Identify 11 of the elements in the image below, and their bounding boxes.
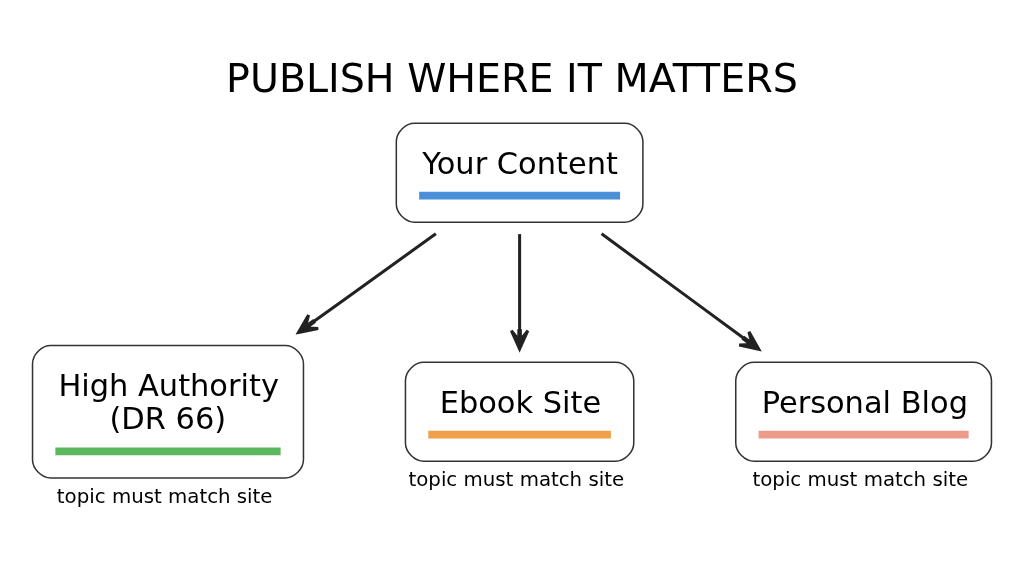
arrow (509, 233, 530, 350)
node-label: topic must match site (56, 484, 273, 508)
arrow (600, 232, 761, 351)
node-label: topic must match site (752, 467, 969, 491)
node-box: Your Content (395, 122, 644, 223)
node-box: High Authority (DR 66) (31, 344, 305, 479)
node-box: Personal Blog (735, 361, 993, 462)
node-label: topic must match site (408, 467, 625, 491)
diagram-title: PUBLISH WHERE IT MATTERS (226, 54, 798, 101)
node-box: Ebook Site (404, 361, 635, 462)
arrow (297, 232, 437, 334)
